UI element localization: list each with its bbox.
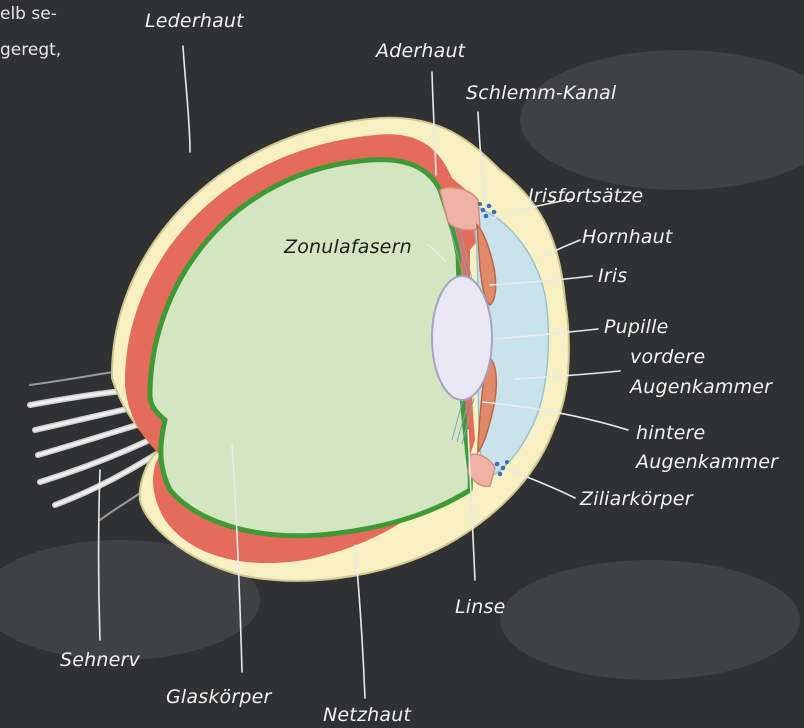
label-ziliarkoerper: Ziliarkörper xyxy=(580,488,693,510)
label-aderhaut: Aderhaut xyxy=(376,40,465,62)
label-pupille: Pupille xyxy=(604,316,669,338)
label-hintere-line1: hintere xyxy=(636,422,705,444)
label-vordere-line2: Augenkammer xyxy=(630,376,772,398)
corner-text-line1: elb se- xyxy=(0,2,57,26)
label-sehnerv: Sehnerv xyxy=(60,649,140,671)
label-zonulafasern: Zonulafasern xyxy=(284,236,412,258)
label-schlemm-kanal: Schlemm-Kanal xyxy=(466,82,616,104)
label-iris: Iris xyxy=(598,265,627,287)
label-vordere-line1: vordere xyxy=(630,346,705,368)
label-linse: Linse xyxy=(455,596,506,618)
lens xyxy=(432,276,492,400)
label-irisfortsaetze: Irisfortsätze xyxy=(528,185,643,207)
label-hornhaut: Hornhaut xyxy=(582,226,673,248)
label-netzhaut: Netzhaut xyxy=(323,704,411,726)
label-lederhaut: Lederhaut xyxy=(145,10,244,32)
label-glaskoerper: Glaskörper xyxy=(166,686,272,708)
corner-text-line2: geregt, xyxy=(0,38,61,62)
label-hintere-line2: Augenkammer xyxy=(636,451,778,473)
